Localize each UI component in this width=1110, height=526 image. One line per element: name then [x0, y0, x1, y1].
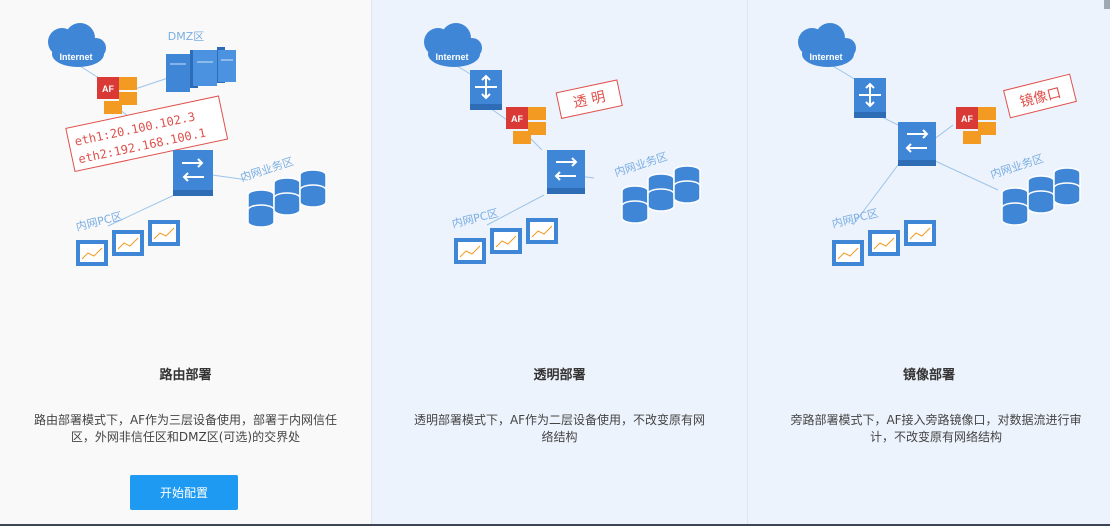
mirror-deployment-description: 旁路部署模式下，AF接入旁路镜像口，对数据流进行审计，不改变原有网络结构: [790, 413, 1082, 444]
database-cluster-icon: [247, 169, 327, 228]
af-firewall-icon: AF: [956, 107, 996, 144]
pc-monitors-icon: [454, 218, 558, 264]
pc-zone-label: 内网PC区: [830, 206, 879, 231]
route-deployment-title: 路由部署: [159, 368, 212, 383]
switch-icon: [173, 150, 213, 196]
svg-text:Internet: Internet: [809, 52, 842, 62]
route-topology-diagram: Internet DMZ区 AF: [48, 23, 327, 266]
mode-tag: 透 明: [555, 79, 623, 119]
start-config-button[interactable]: 开始配置: [130, 475, 238, 510]
pc-zone-label: 内网PC区: [450, 206, 499, 231]
switch-icon: [898, 122, 936, 166]
transparent-deployment-title: 透明部署: [533, 368, 586, 383]
svg-text:AF: AF: [511, 114, 523, 124]
pc-zone-label: 内网PC区: [74, 209, 123, 234]
router-icon: [854, 78, 886, 118]
bottom-divider: [0, 524, 1110, 526]
svg-text:AF: AF: [102, 84, 114, 94]
mirror-deployment-card[interactable]: Internet AF 镜像口: [748, 0, 1110, 526]
af-firewall-icon: AF: [97, 77, 137, 114]
mirror-topology-diagram: Internet AF 镜像口: [798, 23, 1081, 266]
internet-cloud-icon: Internet: [424, 23, 482, 67]
transparent-topology-diagram: Internet AF 透 明: [424, 23, 701, 264]
internet-cloud-icon: Internet: [48, 23, 106, 67]
router-icon: [470, 70, 502, 110]
dmz-server-icon: [166, 47, 236, 92]
svg-text:透 明: 透 明: [572, 89, 607, 111]
dmz-zone-label: DMZ区: [168, 30, 205, 43]
switch-icon: [547, 150, 585, 194]
transparent-deployment-card[interactable]: Internet AF 透 明: [372, 0, 748, 526]
af-firewall-icon: AF: [506, 107, 546, 144]
mirror-deployment-title: 镜像部署: [902, 368, 955, 383]
svg-text:Internet: Internet: [435, 52, 468, 62]
svg-text:AF: AF: [961, 114, 973, 124]
transparent-deployment-description: 透明部署模式下，AF作为二层设备使用，不改变原有网络结构: [413, 413, 706, 444]
database-cluster-icon: [621, 165, 701, 224]
pc-monitors-icon: [76, 220, 180, 266]
route-deployment-description: 路由部署模式下，AF作为三层设备使用，部署于内网信任区，外网非信任区和DMZ区(…: [33, 413, 338, 444]
pc-monitors-icon: [832, 220, 936, 266]
database-cluster-icon: [1001, 167, 1081, 226]
mode-tag: 镜像口: [1003, 73, 1077, 119]
scrollbar-thumb[interactable]: [1104, 0, 1110, 9]
route-deployment-card[interactable]: Internet DMZ区 AF: [0, 0, 372, 526]
internet-cloud-icon: Internet: [798, 23, 856, 67]
svg-text:Internet: Internet: [59, 52, 92, 62]
